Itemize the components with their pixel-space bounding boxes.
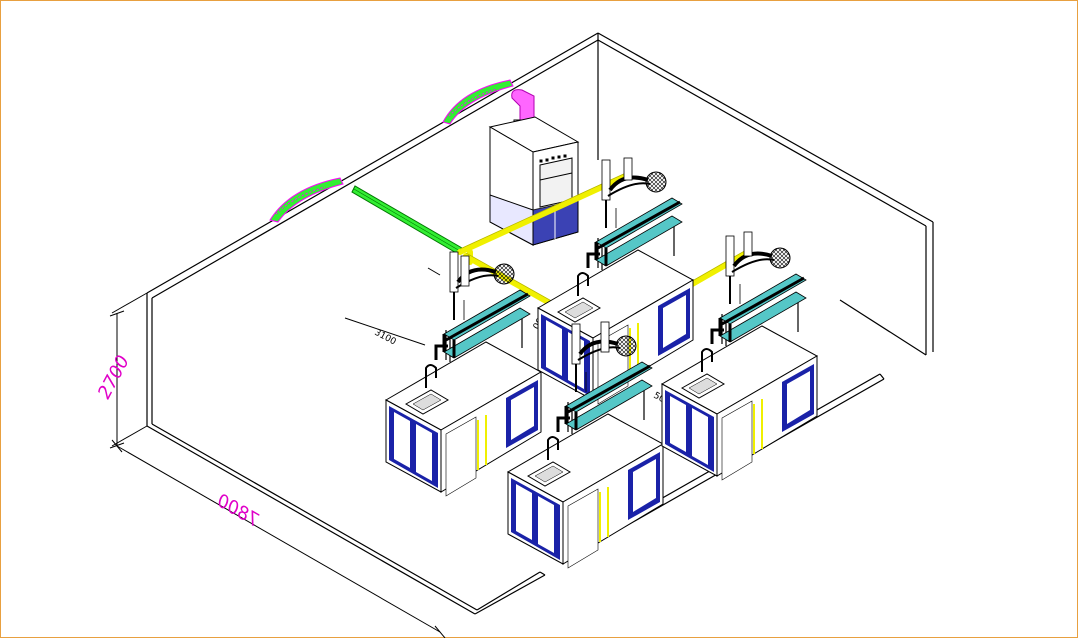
wall-diffuser <box>442 79 514 125</box>
duct-risers <box>460 157 753 353</box>
wall-diffuser <box>269 177 344 223</box>
bench-dimension-label: 3100 <box>373 328 398 348</box>
fume-hood-icon <box>488 89 580 246</box>
length-dimension <box>111 439 446 638</box>
supply-air-duct <box>351 185 463 255</box>
lab-bench-icon <box>660 234 819 482</box>
bench-dimension-lines <box>344 267 441 346</box>
lab-bench-icon <box>384 250 543 498</box>
length-dimension-label: 7800 <box>213 490 263 531</box>
height-dimension-label: 2700 <box>94 352 134 402</box>
